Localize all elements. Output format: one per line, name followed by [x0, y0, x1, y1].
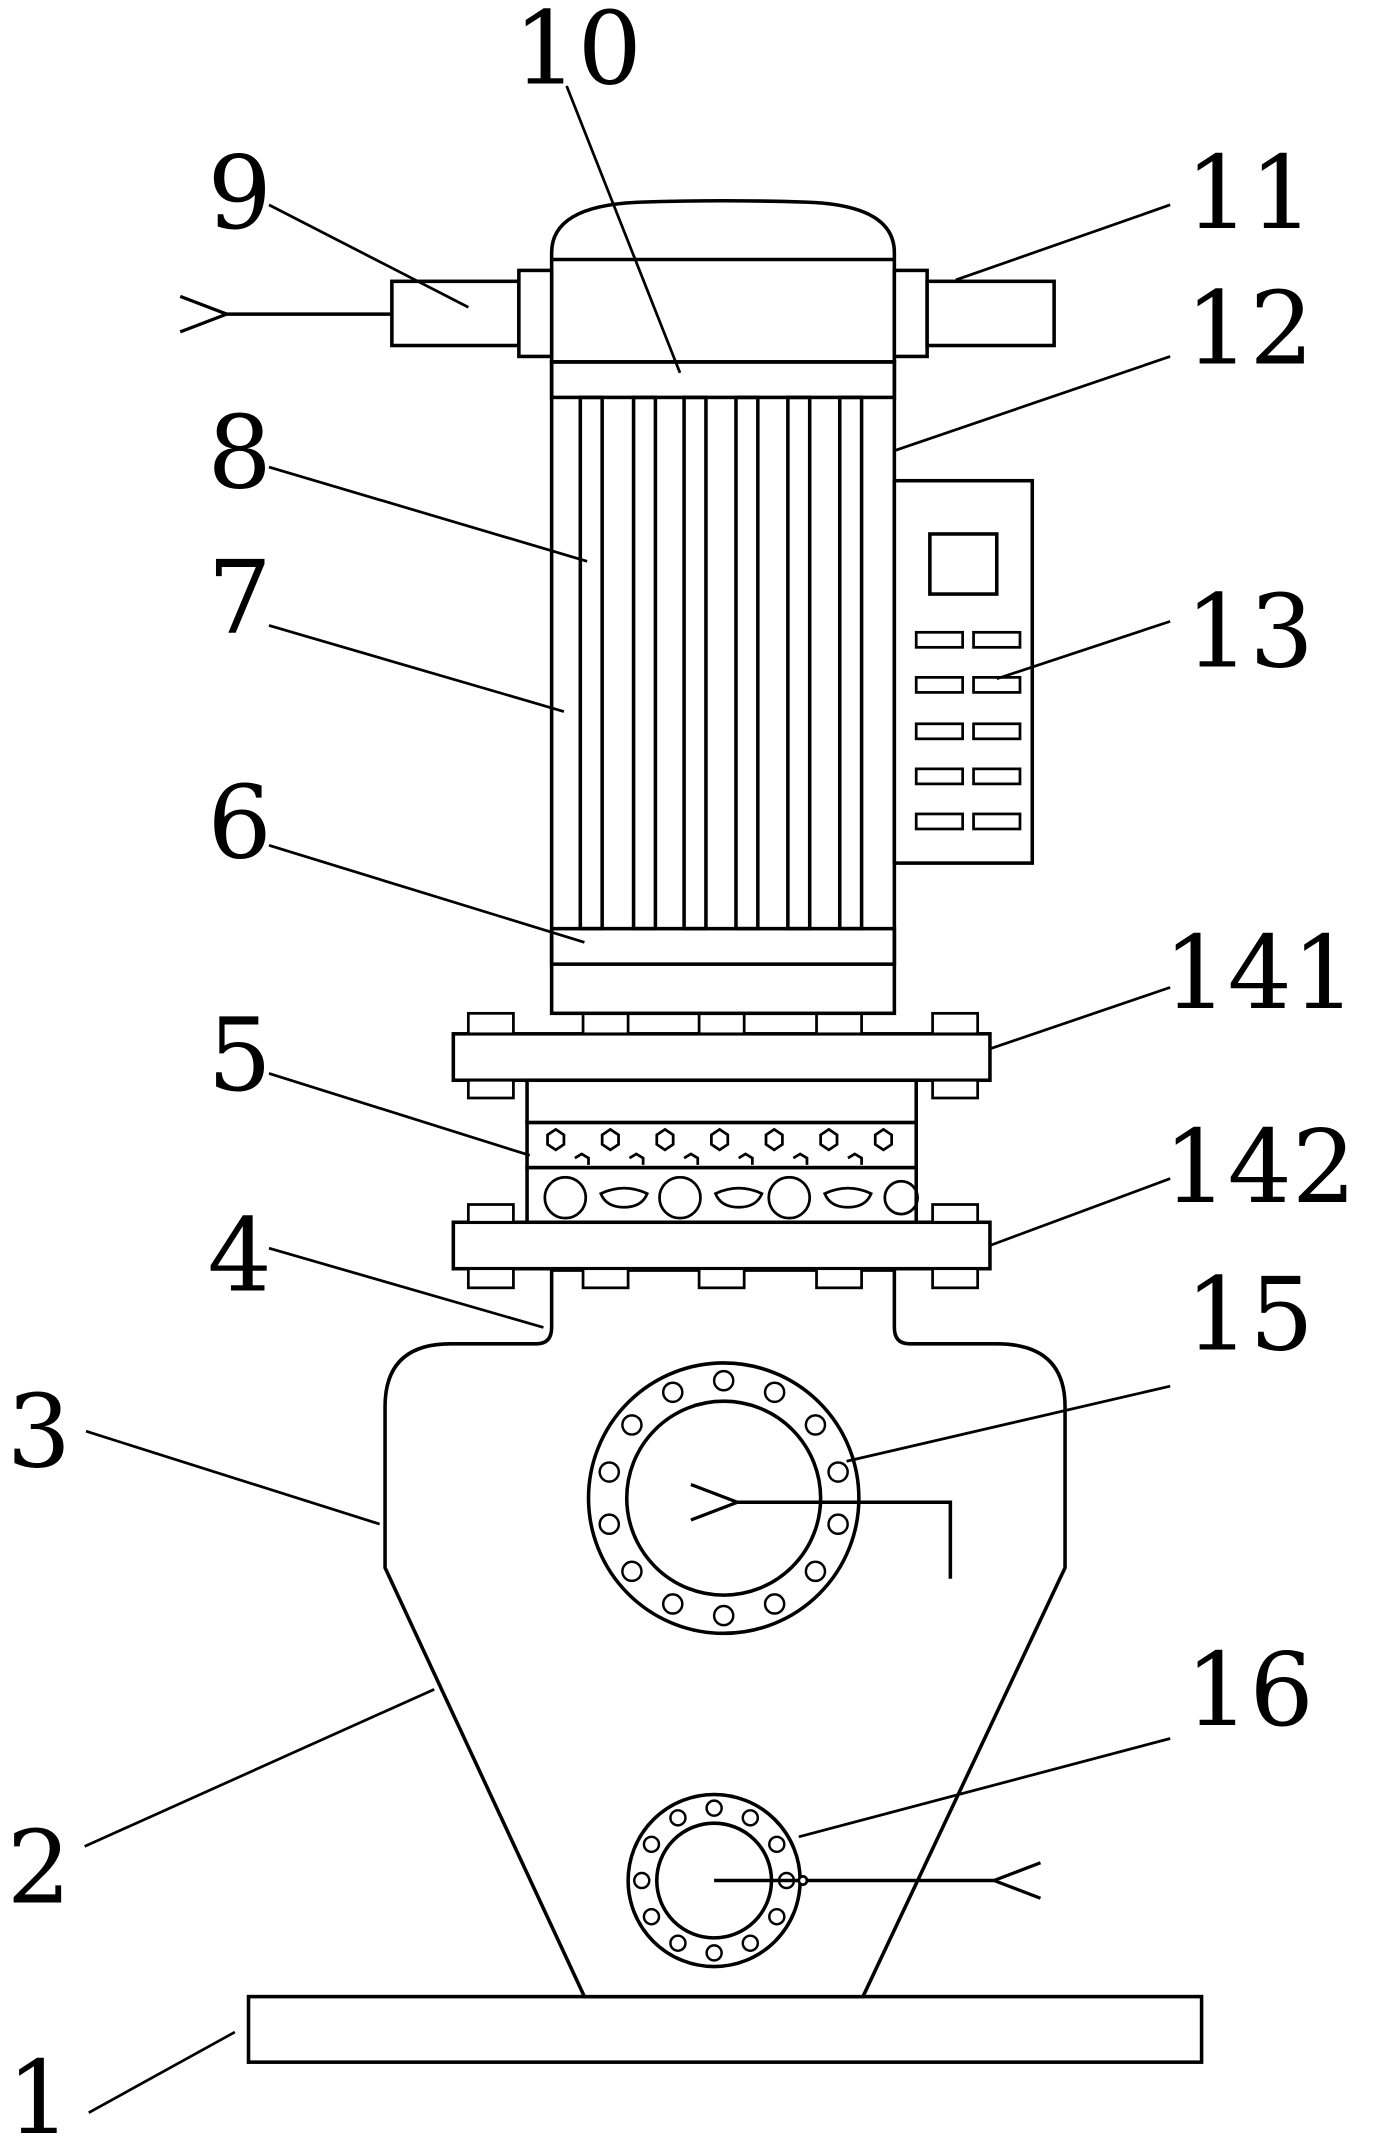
reference-labels: 1 2 3 4 5 6 7 8 9 10 11 12 13 141 142 15… [7, 0, 1356, 2140]
lower-tube-sheet [549, 926, 897, 966]
inlet-port-arrow [737, 1502, 953, 1579]
label-15: 15 [1185, 1255, 1314, 1373]
label-9: 9 [208, 134, 272, 252]
label-4: 4 [208, 1197, 272, 1315]
label-141: 141 [1163, 914, 1356, 1032]
label-5: 5 [208, 996, 272, 1114]
leader-lines [84, 85, 1171, 2114]
label-1: 1 [7, 2039, 71, 2140]
flange-bolt [768, 1907, 786, 1926]
flange-bolt [642, 1835, 661, 1854]
label-2: 2 [7, 1808, 71, 1926]
flange-bolt [741, 1809, 760, 1827]
upper-tube-sheet [549, 360, 897, 400]
top-dome [549, 198, 897, 364]
label-12: 12 [1185, 269, 1314, 387]
flange-bolt [705, 1799, 723, 1817]
label-13: 13 [1185, 572, 1314, 690]
flange-bolt [763, 1381, 786, 1404]
flange-bolt [705, 1944, 723, 1962]
flange-bolt [661, 1593, 684, 1615]
inlet-pipe [892, 268, 1056, 359]
flange-bolt [669, 1934, 687, 1952]
flange-bolt [633, 1871, 651, 1890]
label-3: 3 [7, 1373, 71, 1491]
flange-bolt [669, 1809, 687, 1827]
label-142: 142 [1163, 1108, 1356, 1226]
drain-port [626, 1792, 994, 1969]
outlet-pipe [390, 268, 554, 359]
flange-bolt [598, 1513, 621, 1536]
flange-bolt [642, 1907, 661, 1926]
flange-bolt [598, 1461, 621, 1483]
column-shell [549, 360, 897, 1016]
control-box [892, 478, 1035, 865]
flange-bolt [827, 1461, 849, 1483]
label-16: 16 [1185, 1631, 1314, 1749]
flange-bolt [804, 1560, 827, 1583]
inlet-port [586, 1361, 953, 1636]
display-screen [928, 532, 999, 596]
label-10: 10 [513, 0, 642, 107]
label-8: 8 [208, 394, 272, 512]
flange-bolt [804, 1414, 827, 1436]
inlet-port-bolts [598, 1369, 849, 1627]
flange-bolt [741, 1934, 760, 1952]
flange-bolt [827, 1513, 849, 1536]
label-11: 11 [1185, 134, 1314, 252]
flange-bolt [768, 1835, 786, 1854]
label-7: 7 [208, 538, 272, 656]
flange-bolt [621, 1414, 643, 1436]
flange-bolt [712, 1369, 735, 1392]
filter-layer-5 [525, 1078, 919, 1225]
lower-flange [451, 1203, 992, 1290]
upper-flange [451, 1011, 992, 1100]
base-plate [246, 1994, 1204, 2064]
membrane-tubes [578, 395, 864, 931]
flange-bolt [712, 1604, 735, 1627]
flange-bolt [621, 1560, 643, 1583]
flange-bolt [763, 1593, 786, 1615]
label-6: 6 [208, 764, 272, 882]
flange-bolt [661, 1381, 684, 1404]
